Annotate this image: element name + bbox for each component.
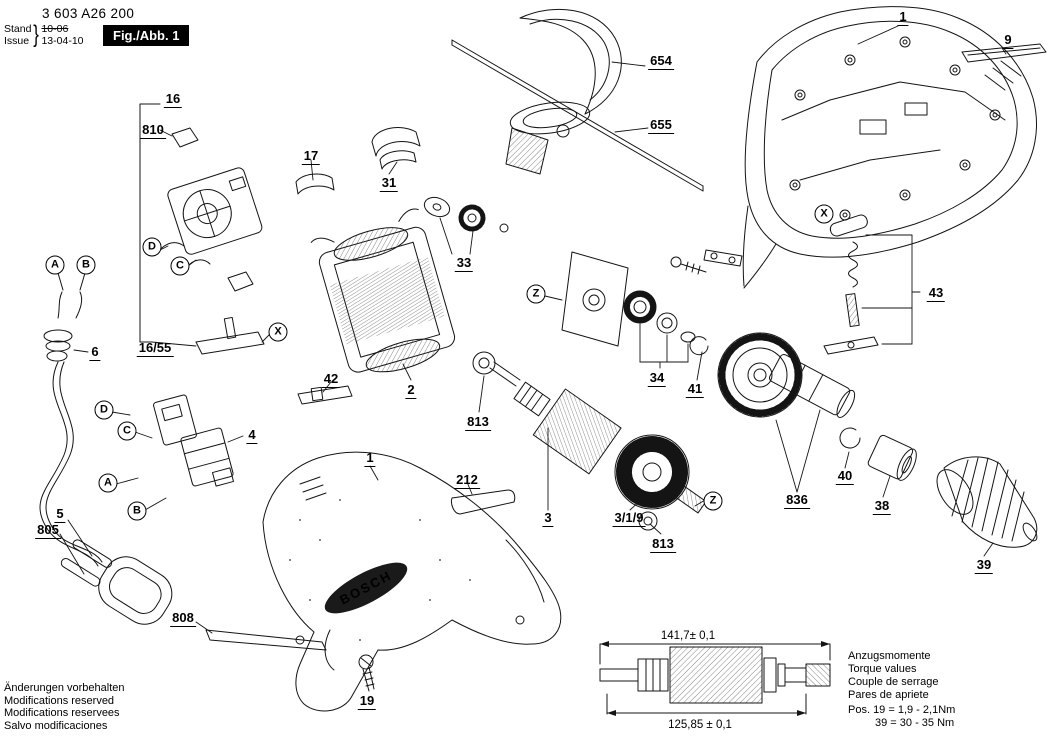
part-label-1: 1 [897, 9, 909, 26]
bearing-813-lower [638, 511, 658, 531]
part-label-6: 6 [89, 344, 101, 361]
leader-lines [59, 25, 1007, 634]
part-label-41: 41 [685, 381, 705, 398]
retaining-ring-41 [689, 336, 709, 356]
dimension-partial: 125,85 ± 0,1 [668, 719, 732, 731]
bushing-38 [867, 434, 917, 481]
armature-3 [472, 351, 707, 531]
callout-a-10: A [98, 473, 118, 493]
washer-pinion-33 [423, 196, 509, 233]
callout-b-11: B [127, 501, 147, 521]
callout-a-1: A [45, 255, 65, 275]
dimension-drawing: 141,7± 0,1 125,85 ± 0,1 [599, 630, 831, 731]
sticker-212 [451, 489, 516, 515]
part-label-810: 810 [140, 122, 166, 139]
part-label-836: 836 [784, 492, 810, 509]
callout-d-3: D [142, 237, 162, 257]
torque-title-es: Pares de apriete [848, 689, 929, 701]
stand-issue-block: Stand Issue } 10-06 13-04-10 [4, 21, 84, 48]
chuck-39 [936, 456, 1038, 548]
aux-handle-654 [451, 8, 704, 192]
part-label-40: 40 [835, 468, 855, 485]
screw-and-clip [670, 249, 743, 275]
part-number: 3 603 A26 200 [42, 6, 135, 21]
callout-x-5: X [268, 322, 288, 342]
switch-bracket-16 [139, 103, 263, 343]
part-label-34: 34 [647, 370, 667, 387]
part-label-805: 805 [35, 522, 61, 539]
slider-plate-16-55 [195, 316, 265, 355]
figure-label: Fig./Abb. 1 [103, 25, 190, 46]
part-label-39: 39 [974, 557, 994, 574]
note-en: Modifications reserved [4, 694, 115, 707]
part-label-17: 17 [301, 148, 321, 165]
issue-date: 13-04-10 [41, 35, 84, 47]
torque-value-pos19: Pos. 19 = 1,9 - 2,1Nm [848, 704, 956, 716]
callout-x-7: X [814, 204, 834, 224]
housing-speckles [289, 499, 471, 641]
note-de: Änderungen vorbehalten [4, 682, 125, 694]
part-label-16-55: 16/55 [136, 340, 174, 357]
note-fr: Modifications reservees [4, 707, 120, 719]
modification-notes: Änderungen vorbehalten Modifications res… [4, 682, 124, 732]
callout-z-12: Z [703, 491, 723, 511]
bracket-plate-42 [297, 385, 353, 405]
part-label-3: 3 [542, 510, 554, 527]
torque-value-pos39: 39 = 30 - 35 Nm [875, 717, 955, 729]
part-label-212: 212 [454, 472, 480, 489]
stand-label: Stand [4, 23, 32, 35]
part-label-43: 43 [926, 285, 946, 302]
part-label-16: 16 [163, 91, 183, 108]
part-label-813: 813 [650, 536, 676, 553]
dimension-overall: 141,7± 0,1 [661, 630, 715, 642]
part-label-38: 38 [872, 498, 892, 515]
note-es: Salvo modificaciones [4, 719, 108, 732]
bearing-plate-z [561, 251, 629, 347]
callout-z-6: Z [526, 284, 546, 304]
part-label-5: 5 [54, 506, 66, 523]
contact-17 [295, 173, 335, 195]
figure-label-text: Fig./Abb. 1 [113, 28, 180, 43]
circlip-40 [839, 427, 861, 449]
callout-c-9: C [117, 421, 137, 441]
callout-c-4: C [170, 256, 190, 276]
brush-cap-31 [371, 126, 421, 170]
torque-title-de: Anzugsmomente [848, 650, 931, 662]
torque-title-en: Torque values [848, 663, 917, 675]
power-plug-805 [60, 539, 173, 625]
screw-19 [358, 654, 375, 692]
callout-b-2: B [76, 255, 96, 275]
part-label-813: 813 [465, 414, 491, 431]
torque-values-block: Anzugsmomente Torque values Couple de se… [848, 650, 955, 730]
brace: } [33, 21, 40, 48]
part-label-2: 2 [405, 382, 417, 399]
part-label-19: 19 [357, 693, 377, 710]
part-label-33: 33 [454, 255, 474, 272]
part-label-9: 9 [1002, 32, 1014, 49]
parts-column-43 [823, 214, 879, 355]
old-date: 10-06 [41, 23, 69, 35]
part-label-655: 655 [648, 117, 674, 134]
part-label-654: 654 [648, 53, 674, 70]
housing-screw-bosses [789, 36, 1001, 221]
wedge-808 [205, 629, 327, 651]
issue-label: Issue [4, 35, 30, 47]
part-label-3-1-9: 3/1/9 [612, 510, 646, 527]
part-label-4: 4 [246, 427, 258, 444]
part-label-808: 808 [170, 610, 196, 627]
part-label-31: 31 [379, 175, 399, 192]
cap-810 [171, 127, 199, 148]
gear-spindle-836 [717, 332, 856, 418]
switch-4 [153, 394, 235, 487]
part-label-1: 1 [364, 450, 376, 467]
callout-d-8: D [94, 400, 114, 420]
grommet-6 [43, 329, 73, 343]
stator-2 [310, 208, 456, 373]
torque-title-fr: Couple de serrage [848, 676, 939, 688]
cable-and-plug [39, 272, 173, 625]
part-label-42: 42 [321, 371, 341, 388]
motor-housing-1 [742, 6, 1038, 289]
